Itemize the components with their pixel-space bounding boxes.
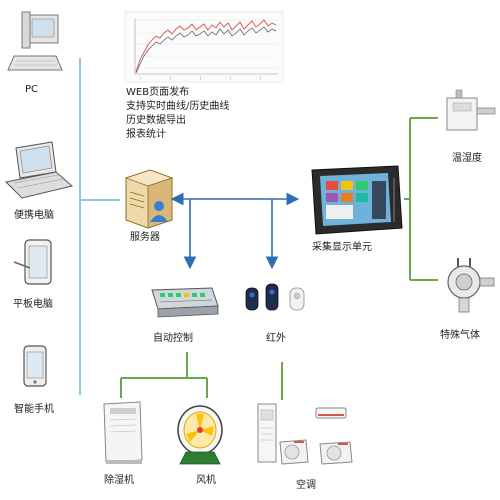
dehumidifier-icon [103, 401, 143, 464]
actuator-bus [120, 352, 283, 400]
laptop-device: 便携电脑 [4, 141, 74, 221]
feature-web-publish: WEB页面发布 [126, 85, 189, 98]
phone-label: 智能手机 [14, 402, 54, 415]
feature-list: WEB页面发布 支持实时曲线/历史曲线 历史数据导出 报表统计 [126, 85, 229, 140]
tablet-label: 平板电脑 [13, 297, 53, 310]
infrared-label: 红外 [266, 331, 286, 344]
svg-text:|: | [260, 76, 261, 80]
svg-text:|: | [200, 76, 201, 80]
tablet-device: 平板电脑 [13, 239, 53, 310]
tablet-icon [13, 239, 52, 285]
server-device: 服务器 [124, 169, 174, 243]
svg-text:|: | [230, 76, 231, 80]
feature-history-export: 历史数据导出 [126, 113, 186, 126]
gas-detector: 特殊气体 [440, 258, 495, 341]
main-bus [170, 192, 300, 270]
sensor-bus [404, 117, 438, 281]
temp-humidity-sensor: 温湿度 [446, 89, 496, 164]
collector-label: 采集显示单元 [312, 240, 372, 253]
phone-device: 智能手机 [14, 345, 54, 415]
pc-label: PC [25, 84, 38, 95]
fan-label: 风机 [196, 473, 216, 486]
client-bus [79, 58, 120, 395]
svg-text:|: | [140, 76, 141, 80]
dehumidifier-label: 除湿机 [104, 473, 134, 486]
pc-icon [7, 11, 63, 71]
svg-text:|: | [170, 76, 171, 80]
auto-control-label: 自动控制 [153, 331, 193, 344]
air-conditioner-icon [257, 403, 353, 465]
gas-detector-icon [447, 258, 495, 313]
infrared-sensor-icon [245, 283, 305, 311]
server-label: 服务器 [130, 230, 160, 243]
air-conditioner-label: 空调 [296, 478, 316, 491]
feature-report-stats: 报表统计 [126, 127, 166, 140]
server-icon [124, 169, 174, 229]
temp-humidity-sensor-icon [446, 89, 496, 131]
fan-icon [177, 405, 223, 465]
collector-device: 采集显示单元 [311, 165, 403, 253]
infrared-device: 红外 [245, 283, 305, 344]
chart-series-gray [135, 26, 277, 74]
gas-detector-label: 特殊气体 [440, 328, 480, 341]
laptop-icon [4, 141, 74, 199]
air-conditioner-device: 空调 [257, 403, 353, 491]
controller-module-icon [151, 287, 219, 318]
phone-icon [23, 345, 47, 387]
dehumidifier-device: 除湿机 [103, 401, 143, 486]
curve-chart-thumbnail: | | | | | [124, 11, 284, 83]
fan-device: 风机 [177, 405, 223, 486]
touchscreen-icon [311, 165, 403, 235]
feature-realtime-curve: 支持实时曲线/历史曲线 [126, 99, 229, 112]
pc-device: PC [7, 11, 63, 95]
temp-humidity-label: 温湿度 [452, 151, 482, 164]
chart-series-red [135, 19, 277, 73]
auto-control-device: 自动控制 [151, 287, 219, 344]
user-icon [150, 201, 168, 222]
laptop-label: 便携电脑 [14, 208, 54, 221]
